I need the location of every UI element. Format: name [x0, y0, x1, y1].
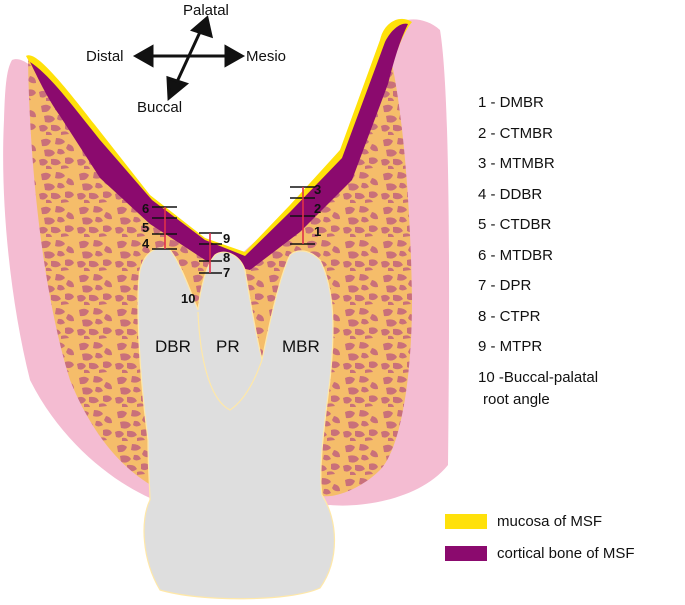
root-furcation-line: [197, 311, 263, 411]
legend-item-6: 6 - MTDBR: [478, 246, 553, 264]
marker-6: 6: [142, 201, 149, 216]
measure-pr: [199, 232, 222, 274]
orientation-compass: [132, 15, 246, 102]
marker-9: 9: [223, 231, 230, 246]
legend-item-5: 5 - CTDBR: [478, 216, 552, 233]
marker-3: 3: [314, 182, 321, 197]
swatch-legend-mucosa: mucosa of MSF: [445, 513, 602, 530]
legend-item-10-continued: root angle: [483, 391, 550, 408]
legend-item-1: 1 - DMBR: [478, 94, 544, 111]
marker-5: 5: [142, 220, 149, 235]
mucosa-swatch-label: mucosa of MSF: [497, 513, 603, 530]
tooth: [137, 247, 335, 600]
marker-10: 10: [181, 291, 195, 306]
root-label-mbr: MBR: [282, 337, 320, 356]
mucosa-swatch: [445, 514, 487, 529]
legend-item-3: 3 - MTMBR: [478, 155, 555, 172]
direction-distal: Distal: [86, 48, 124, 65]
legend-item-7: 7 - DPR: [478, 277, 532, 294]
abbreviation-legend: 1 - DMBR 2 - CTMBR 3 - MTMBR 4 - DDBR 5 …: [478, 92, 598, 420]
marker-8: 8: [223, 250, 230, 265]
measure-dbr: [152, 206, 177, 250]
marker-4: 4: [142, 236, 150, 251]
legend-item-2: 2 - CTMBR: [478, 124, 553, 142]
direction-mesio: Mesio: [246, 48, 286, 65]
swatch-legend-cortical: cortical bone of MSF: [445, 545, 635, 562]
legend-item-10: 10 -Buccal-palatal: [478, 368, 599, 386]
marker-2: 2: [314, 201, 321, 216]
cortical-swatch: [445, 546, 487, 561]
root-label-pr: PR: [216, 337, 240, 356]
direction-buccal: Buccal: [137, 99, 182, 116]
cortical-bone-layer: [30, 23, 408, 270]
legend-item-4: 4 - DDBR: [478, 185, 543, 203]
marker-7: 7: [223, 265, 230, 280]
legend-item-9: 9 - MTPR: [478, 338, 543, 355]
marker-1: 1: [314, 224, 321, 239]
cortical-swatch-label: cortical bone of MSF: [497, 545, 635, 562]
legend-item-8: 8 - CTPR: [478, 307, 541, 325]
measure-mbr: [290, 186, 315, 245]
root-label-dbr: DBR: [155, 337, 191, 356]
direction-palatal: Palatal: [183, 2, 229, 19]
